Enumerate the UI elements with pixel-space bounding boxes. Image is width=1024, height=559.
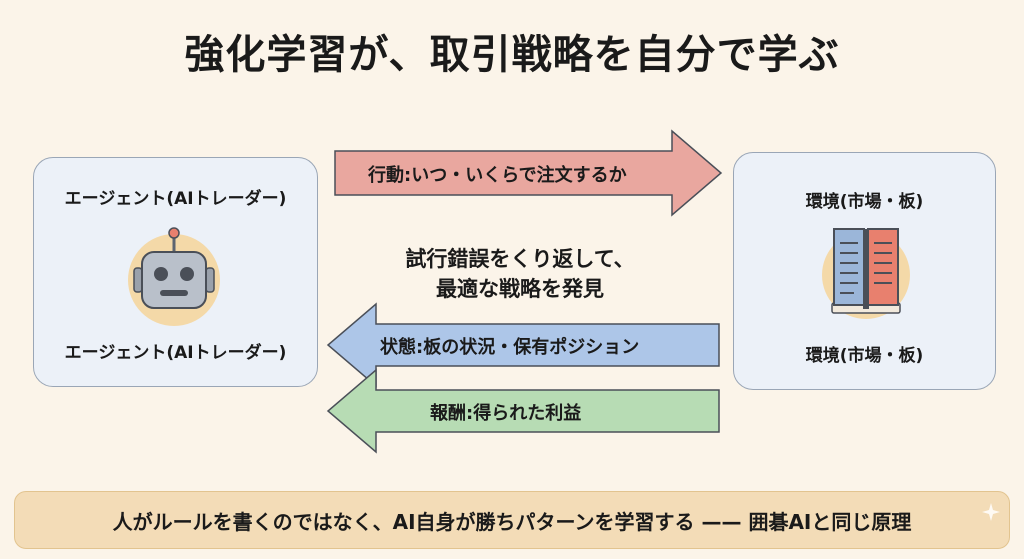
agent-box: エージェント(AIトレーダー) エージェント(AIトレーダー)	[33, 157, 318, 387]
footer-banner: 人がルールを書くのではなく、AI自身が勝ちパターンを学習する —— 囲碁AIと同…	[14, 491, 1010, 549]
environment-label-bottom: 環境(市場・板)	[805, 346, 924, 366]
page-title: 強化学習が、取引戦略を自分で学ぶ	[184, 32, 840, 78]
center-caption-line1: 試行錯誤をくり返して、	[405, 247, 635, 271]
center-caption: 試行錯誤をくり返して、 最適な戦略を発見	[360, 244, 680, 305]
robot-icon	[124, 224, 224, 332]
agent-label-top: エージェント(AIトレーダー)	[64, 189, 287, 209]
reward-arrow-label: 報酬:得られた利益	[430, 403, 582, 424]
action-arrow-label: 行動:いつ・いくらで注文するか	[368, 165, 627, 186]
environment-label-top: 環境(市場・板)	[805, 192, 924, 212]
state-arrow-label: 状態:板の状況・保有ポジション	[380, 337, 640, 358]
book-icon	[814, 223, 918, 327]
action-arrow	[334, 129, 723, 217]
center-caption-line2: 最適な戦略を発見	[436, 277, 604, 302]
agent-label-bottom: エージェント(AIトレーダー)	[64, 343, 287, 363]
reward-arrow	[326, 368, 720, 454]
state-arrow	[326, 302, 720, 388]
environment-box: 環境(市場・板) 環境(市場・板)	[733, 152, 996, 390]
sparkle-icon	[982, 503, 1000, 521]
footer-text: 人がルールを書くのではなく、AI自身が勝ちパターンを学習する —— 囲碁AIと同…	[112, 510, 912, 534]
